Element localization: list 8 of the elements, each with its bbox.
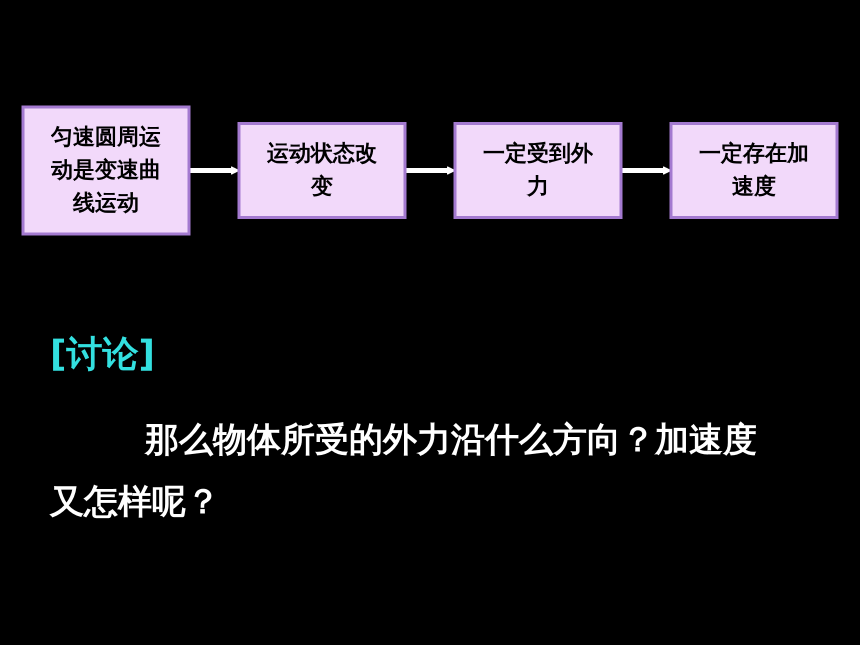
node-box: 一定存在加速度 xyxy=(670,122,838,218)
arrow xyxy=(621,166,672,174)
discussion-heading: [讨论] xyxy=(50,333,155,377)
node-box: 运动状态改变 xyxy=(238,122,406,218)
question-text: 那么物体所受的外力沿什么方向？加速度又怎样呢？ xyxy=(50,419,758,524)
arrow xyxy=(405,166,456,174)
node-box: 一定受到外力 xyxy=(454,122,622,218)
arrow xyxy=(189,166,240,174)
